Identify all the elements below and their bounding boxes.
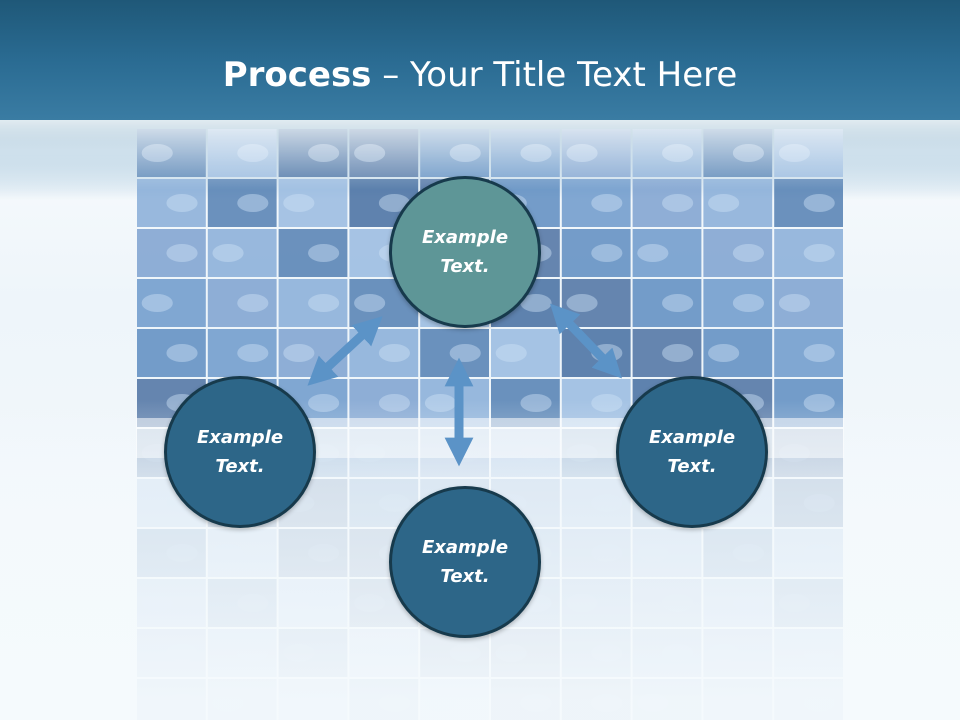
node-bottom: Example Text.: [389, 486, 541, 638]
node-top: Example Text.: [389, 176, 541, 328]
node-top-label: Example Text.: [421, 227, 509, 277]
node-left-label: Example Text.: [196, 427, 284, 477]
node-right: Example Text.: [616, 376, 768, 528]
slide-title: Process – Your Title Text Here: [0, 52, 960, 98]
node-bottom-label: Example Text.: [421, 537, 509, 587]
node-left: Example Text.: [164, 376, 316, 528]
title-bold: Process: [222, 55, 372, 95]
arrow-top-right: [550, 303, 622, 379]
title-rest: – Your Title Text Here: [371, 55, 738, 95]
node-right-label: Example Text.: [648, 427, 736, 477]
arrow-top-left: [307, 316, 383, 386]
